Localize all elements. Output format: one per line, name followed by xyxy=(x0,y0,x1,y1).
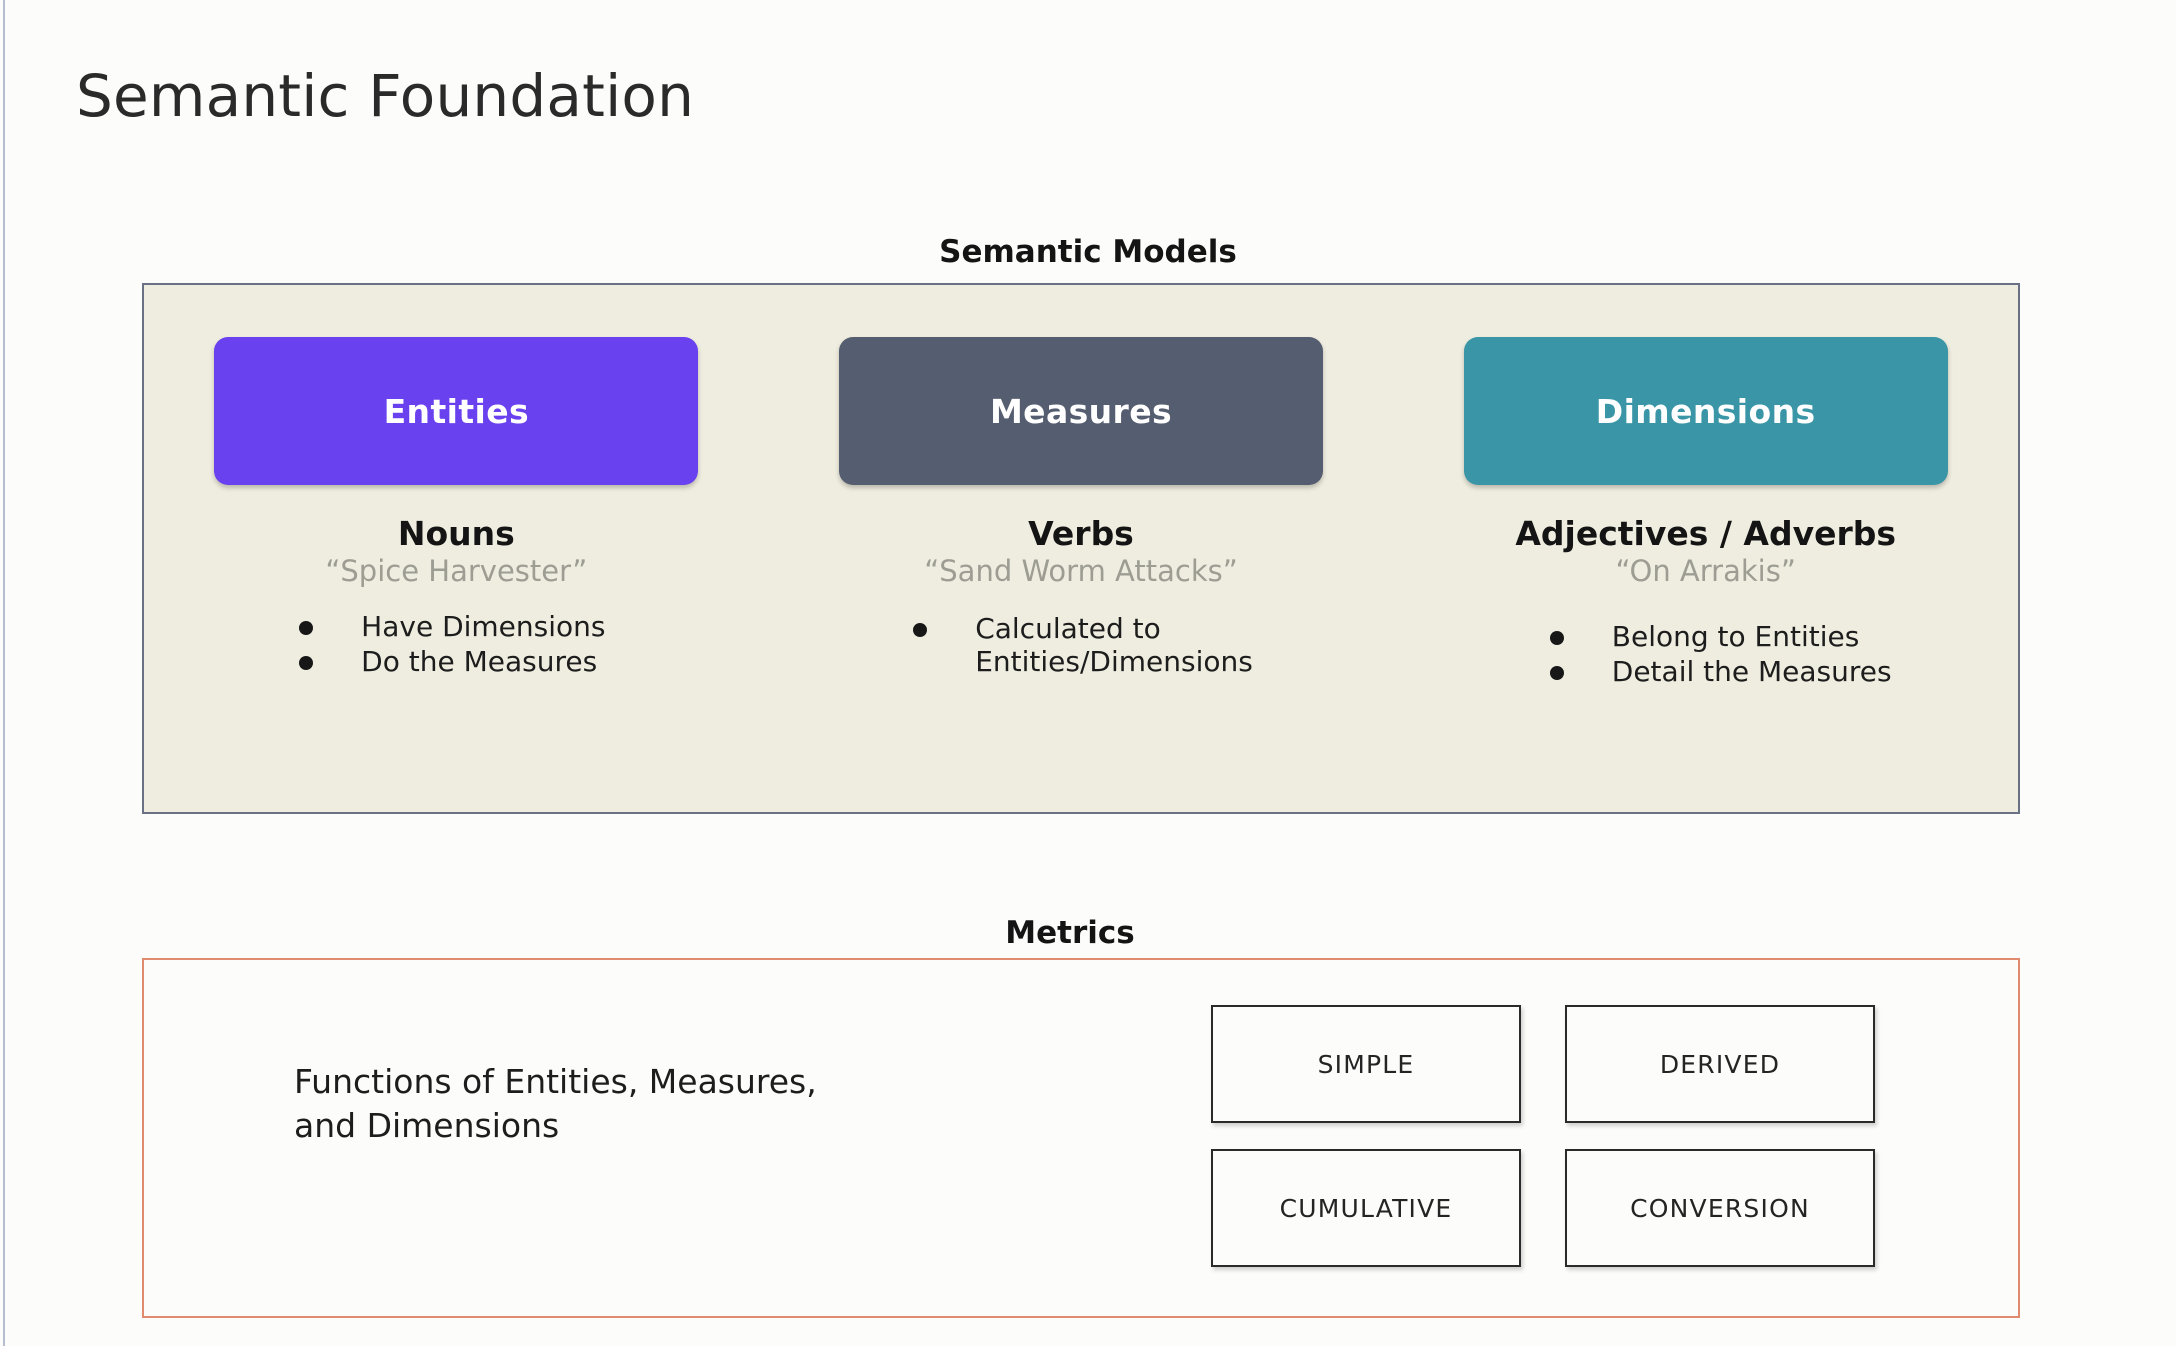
measures-card[interactable]: Measures xyxy=(839,337,1323,485)
list-item-label: Do the Measures xyxy=(361,645,598,679)
entities-card[interactable]: Entities xyxy=(214,337,699,485)
list-item: Have Dimensions xyxy=(299,609,606,644)
measures-bullet-list: Calculated to Entities/Dimensions xyxy=(913,612,1253,681)
semantic-model-column-measures: Measures Verbs “Sand Worm Attacks” Calcu… xyxy=(769,285,1394,812)
dimensions-card[interactable]: Dimensions xyxy=(1463,337,1948,485)
semantic-model-column-entities: Entities Nouns “Spice Harvester” Have Di… xyxy=(144,285,769,812)
bullet-dot-icon xyxy=(1549,666,1564,681)
dimensions-card-label: Dimensions xyxy=(1595,391,1816,431)
metrics-description: Functions of Entities, Measures, and Dim… xyxy=(294,1062,817,1145)
metric-type-cumulative[interactable]: CUMULATIVE xyxy=(1211,1149,1521,1267)
measures-example-quote: “Sand Worm Attacks” xyxy=(924,553,1238,588)
list-item-label: Belong to Entities xyxy=(1611,619,1860,653)
metric-type-derived[interactable]: DERIVED xyxy=(1565,1005,1875,1123)
list-item-label: Have Dimensions xyxy=(361,609,606,643)
left-edge-rule xyxy=(3,0,5,1346)
bullet-dot-icon xyxy=(913,622,928,637)
entities-example-quote: “Spice Harvester” xyxy=(325,553,588,588)
metric-type-conversion-label: CONVERSION xyxy=(1630,1193,1810,1223)
list-item-label: Detail the Measures xyxy=(1611,655,1892,689)
metric-type-simple-label: SIMPLE xyxy=(1317,1049,1415,1079)
dimensions-part-of-speech: Adjectives / Adverbs xyxy=(1515,514,1897,553)
semantic-model-column-dimensions: Dimensions Adjectives / Adverbs “On Arra… xyxy=(1393,285,2018,812)
bullet-dot-icon xyxy=(1549,630,1564,645)
metric-type-simple[interactable]: SIMPLE xyxy=(1211,1005,1521,1123)
metric-type-conversion[interactable]: CONVERSION xyxy=(1565,1149,1875,1267)
metric-type-grid: SIMPLE DERIVED CUMULATIVE CONVERSION xyxy=(1211,1005,1875,1267)
metric-type-cumulative-label: CUMULATIVE xyxy=(1279,1193,1453,1223)
entities-card-label: Entities xyxy=(383,391,530,431)
bullet-dot-icon xyxy=(299,620,314,635)
list-item: Do the Measures xyxy=(299,645,605,679)
list-item: Calculated to Entities/Dimensions xyxy=(913,612,1253,679)
metrics-panel: Functions of Entities, Measures, and Dim… xyxy=(142,958,2020,1318)
measures-card-label: Measures xyxy=(989,391,1173,431)
semantic-models-columns: Entities Nouns “Spice Harvester” Have Di… xyxy=(144,285,2018,812)
metrics-caption: Metrics xyxy=(1005,915,1135,951)
list-item-label: Calculated to Entities/Dimensions xyxy=(975,611,1253,679)
metric-type-derived-label: DERIVED xyxy=(1659,1049,1781,1079)
semantic-models-caption: Semantic Models xyxy=(939,234,1237,270)
entities-part-of-speech: Nouns xyxy=(397,514,515,553)
semantic-models-panel: Entities Nouns “Spice Harvester” Have Di… xyxy=(142,283,2020,814)
bullet-dot-icon xyxy=(299,656,314,671)
dimensions-example-quote: “On Arrakis” xyxy=(1615,553,1796,588)
page-title: Semantic Foundation xyxy=(76,62,695,130)
dimensions-bullet-list: Belong to Entities Detail the Measures xyxy=(1549,619,1892,691)
measures-part-of-speech: Verbs xyxy=(1028,514,1134,553)
list-item: Detail the Measures xyxy=(1549,655,1892,689)
entities-bullet-list: Have Dimensions Do the Measures xyxy=(299,609,606,681)
list-item: Belong to Entities xyxy=(1549,619,1892,654)
